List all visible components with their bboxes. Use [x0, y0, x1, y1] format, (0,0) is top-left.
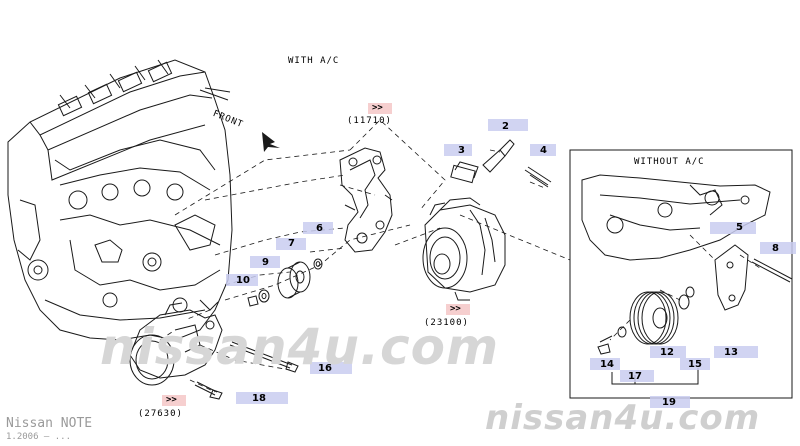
callout-highlight — [488, 119, 528, 131]
ref-highlight — [162, 395, 186, 406]
bolt-16 — [229, 341, 293, 369]
callout-15[interactable]: 15 — [688, 359, 702, 370]
engine-block — [7, 59, 233, 341]
callout-14[interactable]: 14 — [600, 359, 614, 370]
callout-16[interactable]: 16 — [318, 363, 332, 374]
callout-19[interactable]: 19 — [662, 397, 676, 408]
callout-highlight — [303, 222, 333, 234]
callout-highlight — [236, 392, 288, 404]
engine-partial-without-ac — [581, 174, 771, 261]
callout-3[interactable]: 3 — [458, 145, 465, 156]
callout-highlight — [760, 242, 796, 254]
front-arrow-icon — [262, 132, 280, 152]
callout-12[interactable]: 12 — [660, 347, 674, 358]
callout-highlight — [310, 362, 352, 374]
parts-2-3-4 — [450, 139, 552, 188]
callout-highlight — [714, 346, 758, 358]
alternator-23100 — [422, 197, 506, 301]
callout-9[interactable]: 9 — [262, 257, 269, 268]
without-ac-label: WITHOUT A/C — [634, 157, 705, 167]
compressor-27630 — [129, 299, 223, 386]
bracket-11710 — [339, 147, 393, 253]
with-ac-label: WITH A/C — [288, 56, 340, 66]
ref-chevron-icon[interactable]: >> — [450, 304, 461, 314]
callout-highlight — [250, 256, 280, 268]
watermark-bottom: nissan4u.com — [485, 398, 761, 438]
callout-highlight — [444, 144, 472, 156]
footer-date: 1.2006 — ... — [6, 432, 72, 442]
callout-10[interactable]: 10 — [236, 275, 250, 286]
footer-model: Nissan NOTE — [6, 416, 93, 431]
callout-highlight — [680, 358, 710, 370]
callout-highlight — [620, 370, 654, 382]
ref-highlight — [446, 304, 470, 315]
callout-highlight — [650, 396, 690, 408]
callout-highlight — [710, 222, 756, 234]
callout-17[interactable]: 17 — [628, 371, 642, 382]
idler-pulley-assembly — [247, 258, 323, 307]
ref-23100[interactable]: (23100) — [424, 318, 469, 328]
callout-highlight — [650, 346, 686, 358]
ref-chevron-icon[interactable]: >> — [166, 395, 177, 405]
callout-2[interactable]: 2 — [502, 121, 509, 132]
ref-11710[interactable]: (11710) — [347, 116, 392, 126]
callout-highlight — [276, 238, 306, 250]
ref-27630[interactable]: (27630) — [138, 409, 183, 419]
callout-highlight — [590, 358, 620, 370]
ref-chevron-icon[interactable]: >> — [372, 103, 383, 113]
callout-4[interactable]: 4 — [540, 145, 547, 156]
callout-6[interactable]: 6 — [316, 223, 323, 234]
callout-5[interactable]: 5 — [736, 222, 743, 233]
callout-highlight — [226, 274, 258, 286]
callout-18[interactable]: 18 — [252, 393, 266, 404]
callout-highlight — [530, 144, 556, 156]
ref-highlight — [368, 103, 392, 114]
callout-7[interactable]: 7 — [288, 238, 295, 249]
watermark-center: nissan4u.com — [100, 318, 500, 376]
callout-13[interactable]: 13 — [724, 347, 738, 358]
callout-8[interactable]: 8 — [772, 243, 779, 254]
